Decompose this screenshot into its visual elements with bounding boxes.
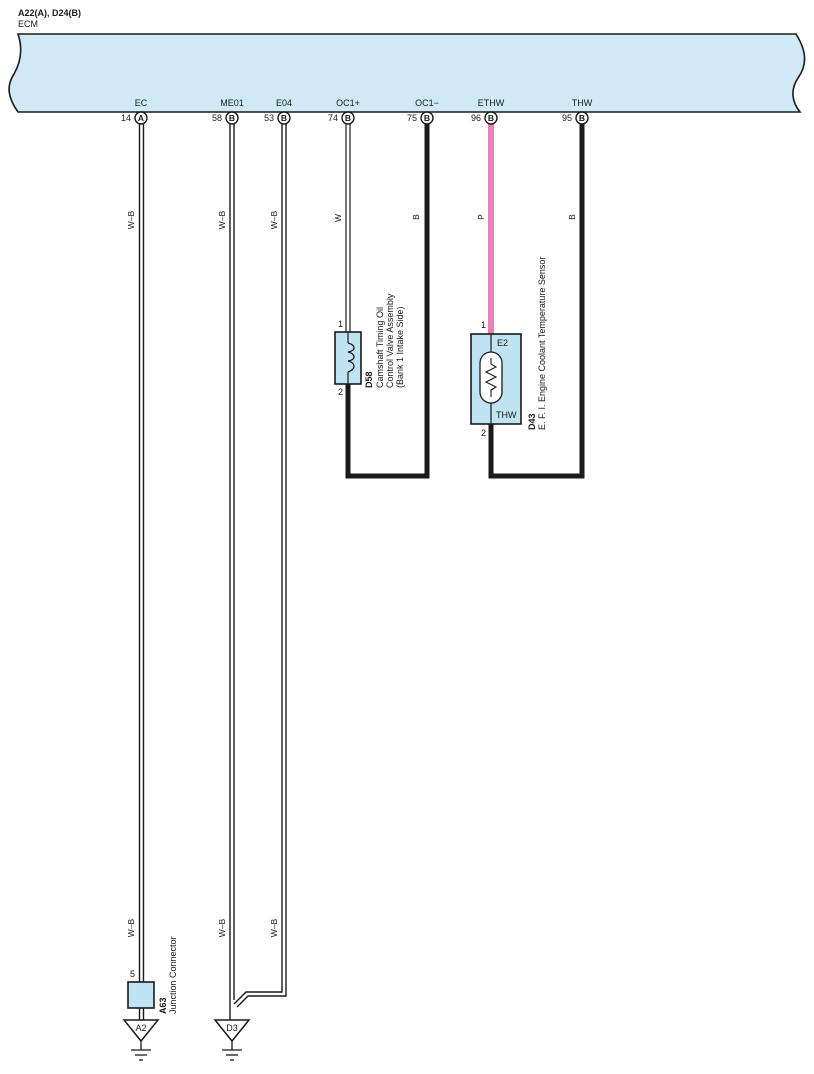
ground-a2: A2 bbox=[122, 1019, 160, 1061]
ecm-body bbox=[8, 33, 806, 113]
wire-e04 bbox=[233, 124, 287, 1008]
coil-icon bbox=[347, 342, 355, 373]
d58-name-line3: (Bank 1 Intake Side) bbox=[395, 306, 405, 388]
d58-pin1: 1 bbox=[338, 319, 343, 329]
d58-name-line2: Control Valve Assembly bbox=[385, 293, 395, 388]
wire-code-oc1m: B bbox=[411, 214, 421, 220]
pin-label-thw: THW bbox=[572, 98, 593, 108]
pin-number-me01: 58 bbox=[212, 113, 222, 123]
wire-code-ec-lower: W–B bbox=[126, 918, 136, 937]
d58-pin2: 2 bbox=[338, 387, 343, 397]
thermistor-icon bbox=[479, 351, 503, 404]
pin-number-e04: 53 bbox=[264, 113, 274, 123]
ecm-connector-codes: A22(A), D24(B) bbox=[18, 8, 81, 18]
pin-number-ec: 14 bbox=[121, 113, 131, 123]
wire-code-me01-lower: W–B bbox=[217, 918, 227, 937]
pin-ethw: B 96 bbox=[471, 111, 498, 125]
pin-label-me01: ME01 bbox=[220, 98, 244, 108]
wire-code-ethw: P bbox=[476, 214, 486, 220]
component-a63: 5 bbox=[127, 969, 155, 1009]
d43-pin-e2: E2 bbox=[497, 338, 508, 348]
svg-text:B: B bbox=[229, 113, 235, 123]
pin-me01: B 58 bbox=[212, 111, 239, 125]
wire-me01 bbox=[229, 124, 235, 1020]
pin-number-oc1m: 75 bbox=[407, 113, 417, 123]
ground-label-d3: D3 bbox=[226, 1023, 238, 1033]
d43-pin-thw: THW bbox=[496, 410, 517, 420]
svg-text:B: B bbox=[281, 113, 287, 123]
pin-label-oc1m: OC1− bbox=[415, 98, 439, 108]
d43-pin2: 2 bbox=[481, 428, 486, 438]
wire-code-me01-upper: W–B bbox=[217, 210, 227, 229]
d43-name: E. F. I. Engine Coolant Temperature Sens… bbox=[537, 257, 547, 430]
a63-name: Junction Connector bbox=[168, 936, 178, 1014]
wire-thw bbox=[488, 124, 585, 479]
a63-pin: 5 bbox=[130, 969, 135, 979]
pin-oc1m: B 75 bbox=[407, 111, 434, 125]
component-d58: 1 2 bbox=[334, 319, 362, 397]
wire-ec bbox=[138, 124, 145, 1020]
pin-label-oc1p: OC1+ bbox=[336, 98, 360, 108]
svg-text:A: A bbox=[138, 113, 144, 123]
d43-code: D43 bbox=[527, 413, 537, 430]
pin-number-thw: 95 bbox=[562, 113, 572, 123]
wire-code-oc1p: W bbox=[333, 214, 343, 222]
pin-e04: B 53 bbox=[264, 111, 291, 125]
wire-code-e04-lower: W–B bbox=[269, 918, 279, 937]
pin-label-ethw: ETHW bbox=[478, 98, 505, 108]
wire-oc1p bbox=[345, 124, 351, 332]
wire-code-e04-upper: W–B bbox=[269, 210, 279, 229]
pin-number-oc1p: 74 bbox=[328, 113, 338, 123]
pin-thw: B 95 bbox=[562, 111, 589, 125]
pin-number-ethw: 96 bbox=[471, 113, 481, 123]
wire-code-thw: B bbox=[567, 214, 577, 220]
svg-text:B: B bbox=[579, 113, 585, 123]
d43-pin1: 1 bbox=[481, 320, 486, 330]
pin-ec: A 14 bbox=[121, 111, 148, 125]
ground-d3: D3 bbox=[213, 1019, 251, 1061]
svg-text:B: B bbox=[345, 113, 351, 123]
ecm-name: ECM bbox=[18, 19, 38, 29]
d58-code: D58 bbox=[364, 371, 374, 388]
pin-label-ec: EC bbox=[135, 98, 148, 108]
svg-text:B: B bbox=[424, 113, 430, 123]
ground-label-a2: A2 bbox=[135, 1023, 146, 1033]
component-d43: E2 THW 1 2 bbox=[470, 320, 522, 438]
wire-oc1m bbox=[345, 124, 430, 479]
pin-oc1p: B 74 bbox=[328, 111, 355, 125]
svg-text:B: B bbox=[488, 113, 494, 123]
wire-code-ec-upper: W–B bbox=[126, 210, 136, 229]
d58-name-line1: Camshaft Timing Oil bbox=[375, 307, 385, 388]
a63-code: A63 bbox=[158, 997, 168, 1014]
pin-label-e04: E04 bbox=[276, 98, 292, 108]
